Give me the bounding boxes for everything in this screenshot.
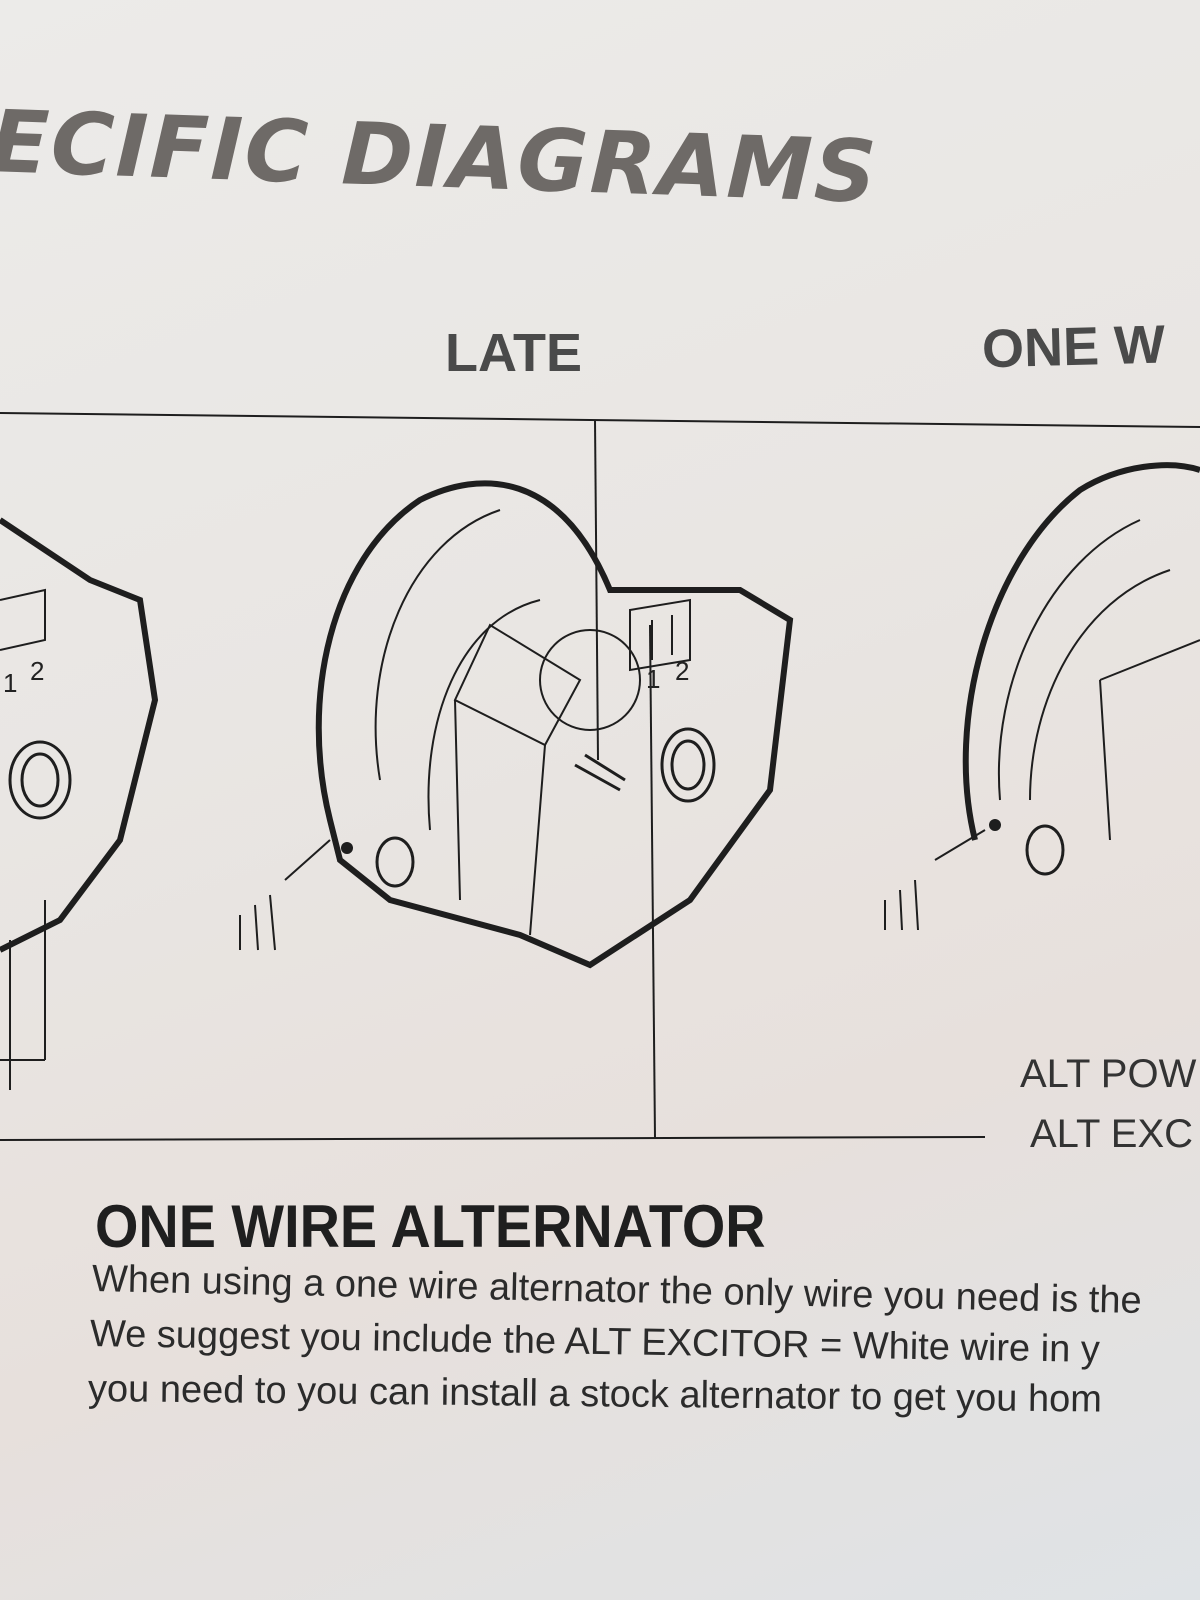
svg-text:1: 1: [3, 668, 17, 698]
svg-text:2: 2: [30, 656, 44, 686]
terminal-2-label: 2: [675, 656, 689, 686]
section-heading: ONE WIRE ALTERNATOR: [95, 1193, 766, 1260]
wire-label-alt-power: ALT POW: [1020, 1052, 1197, 1096]
divider-lines: [0, 412, 1200, 1141]
wire-label-alt-excitor: ALT EXC: [1030, 1112, 1194, 1156]
terminal-1-label: 1: [646, 664, 660, 694]
alternator-one-wire-partial: [884, 462, 1200, 931]
column-label-late: LATE: [445, 323, 582, 383]
alternator-late: [239, 480, 794, 969]
